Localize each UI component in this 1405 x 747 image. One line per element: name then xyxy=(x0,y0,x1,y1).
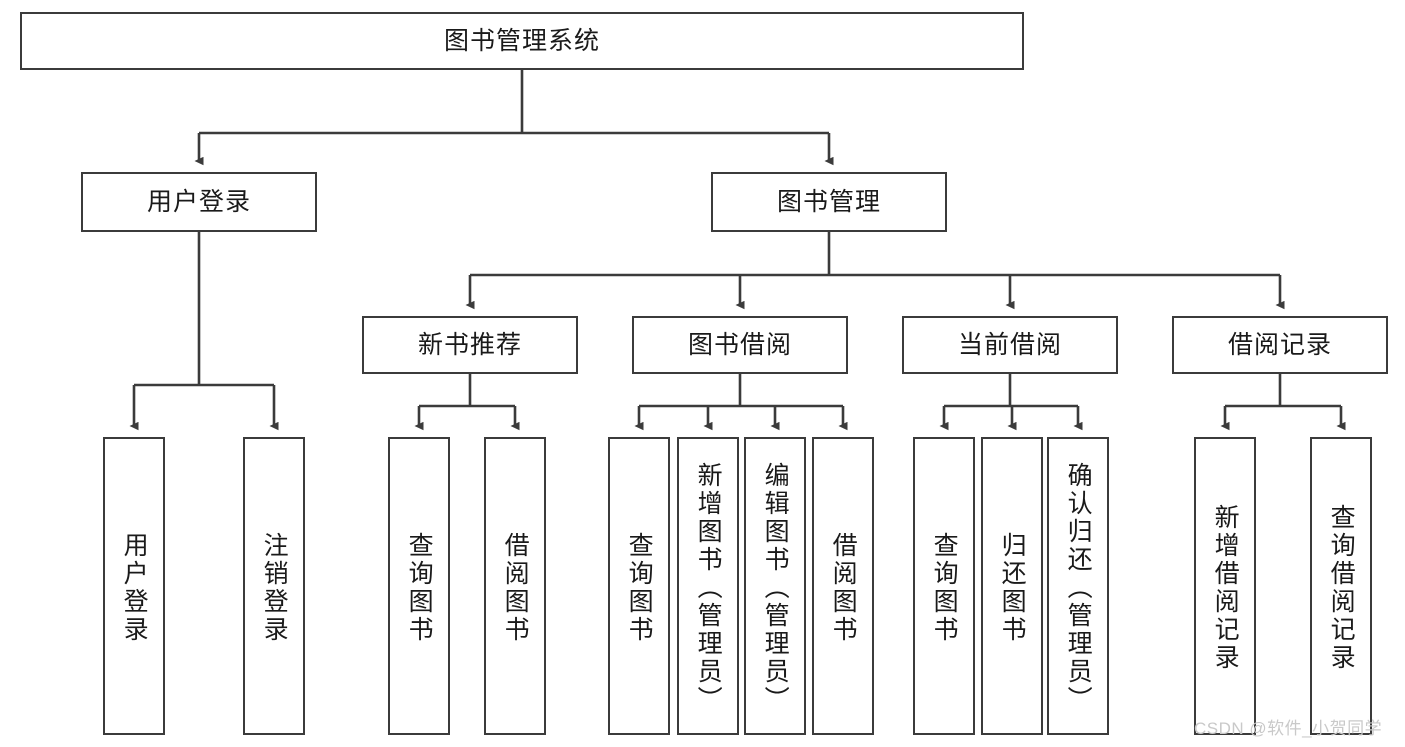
node-leaf-query-record[interactable]: 查询借阅记录 xyxy=(1310,437,1372,735)
node-leaf-query-book-3-label: 查询图书 xyxy=(930,532,959,644)
node-book-manage-label: 图书管理 xyxy=(776,187,881,216)
edge-group-book-manage xyxy=(465,232,1285,310)
node-book-manage[interactable]: 图书管理 xyxy=(711,172,947,232)
edge-group-new-book-recommend xyxy=(414,374,520,431)
node-current-borrow[interactable]: 当前借阅 xyxy=(902,316,1118,374)
node-leaf-user-login[interactable]: 用户登录 xyxy=(103,437,165,735)
node-leaf-borrow-book-1[interactable]: 借阅图书 xyxy=(484,437,546,735)
edge-group-current-borrow xyxy=(939,374,1083,431)
node-leaf-logout[interactable]: 注销登录 xyxy=(243,437,305,735)
node-leaf-add-record-label: 新增借阅记录 xyxy=(1211,504,1240,672)
node-leaf-query-book-2[interactable]: 查询图书 xyxy=(608,437,670,735)
node-new-book-recommend[interactable]: 新书推荐 xyxy=(362,316,578,374)
node-leaf-borrow-book-2-label: 借阅图书 xyxy=(829,532,858,644)
node-new-book-recommend-label: 新书推荐 xyxy=(417,330,522,359)
node-book-borrow[interactable]: 图书借阅 xyxy=(632,316,848,374)
node-leaf-query-record-label: 查询借阅记录 xyxy=(1327,504,1356,672)
node-leaf-add-record[interactable]: 新增借阅记录 xyxy=(1194,437,1256,735)
node-leaf-add-book[interactable]: 新增图书（管理员） xyxy=(677,437,739,735)
node-leaf-confirm-return[interactable]: 确认归还（管理员） xyxy=(1047,437,1109,735)
node-leaf-query-book-3[interactable]: 查询图书 xyxy=(913,437,975,735)
node-leaf-borrow-book-1-label: 借阅图书 xyxy=(501,532,530,644)
edge-group-borrow-record xyxy=(1220,374,1346,431)
node-leaf-borrow-book-2[interactable]: 借阅图书 xyxy=(812,437,874,735)
node-book-borrow-label: 图书借阅 xyxy=(687,330,792,359)
edge-group-user-login xyxy=(129,232,279,431)
node-leaf-user-login-label: 用户登录 xyxy=(120,532,149,644)
node-borrow-record[interactable]: 借阅记录 xyxy=(1172,316,1388,374)
edge-group-book-borrow xyxy=(634,374,848,431)
node-leaf-confirm-return-label: 确认归还（管理员） xyxy=(1064,462,1093,714)
node-root[interactable]: 图书管理系统 xyxy=(20,12,1024,70)
node-leaf-query-book-1-label: 查询图书 xyxy=(405,532,434,644)
node-user-login-label: 用户登录 xyxy=(146,187,251,216)
node-borrow-record-label: 借阅记录 xyxy=(1227,330,1332,359)
node-root-label: 图书管理系统 xyxy=(443,26,600,55)
node-leaf-query-book-1[interactable]: 查询图书 xyxy=(388,437,450,735)
node-leaf-edit-book-label: 编辑图书（管理员） xyxy=(761,462,790,714)
node-leaf-query-book-2-label: 查询图书 xyxy=(625,532,654,644)
node-current-borrow-label: 当前借阅 xyxy=(957,330,1062,359)
node-leaf-edit-book[interactable]: 编辑图书（管理员） xyxy=(744,437,806,735)
node-leaf-return-book-label: 归还图书 xyxy=(998,532,1027,644)
edge-group-root xyxy=(194,70,834,166)
watermark-text: CSDN @软件_小贺同学 xyxy=(1194,719,1383,738)
node-leaf-add-book-label: 新增图书（管理员） xyxy=(694,462,723,714)
node-user-login[interactable]: 用户登录 xyxy=(81,172,317,232)
node-leaf-logout-label: 注销登录 xyxy=(260,532,289,644)
node-leaf-return-book[interactable]: 归还图书 xyxy=(981,437,1043,735)
